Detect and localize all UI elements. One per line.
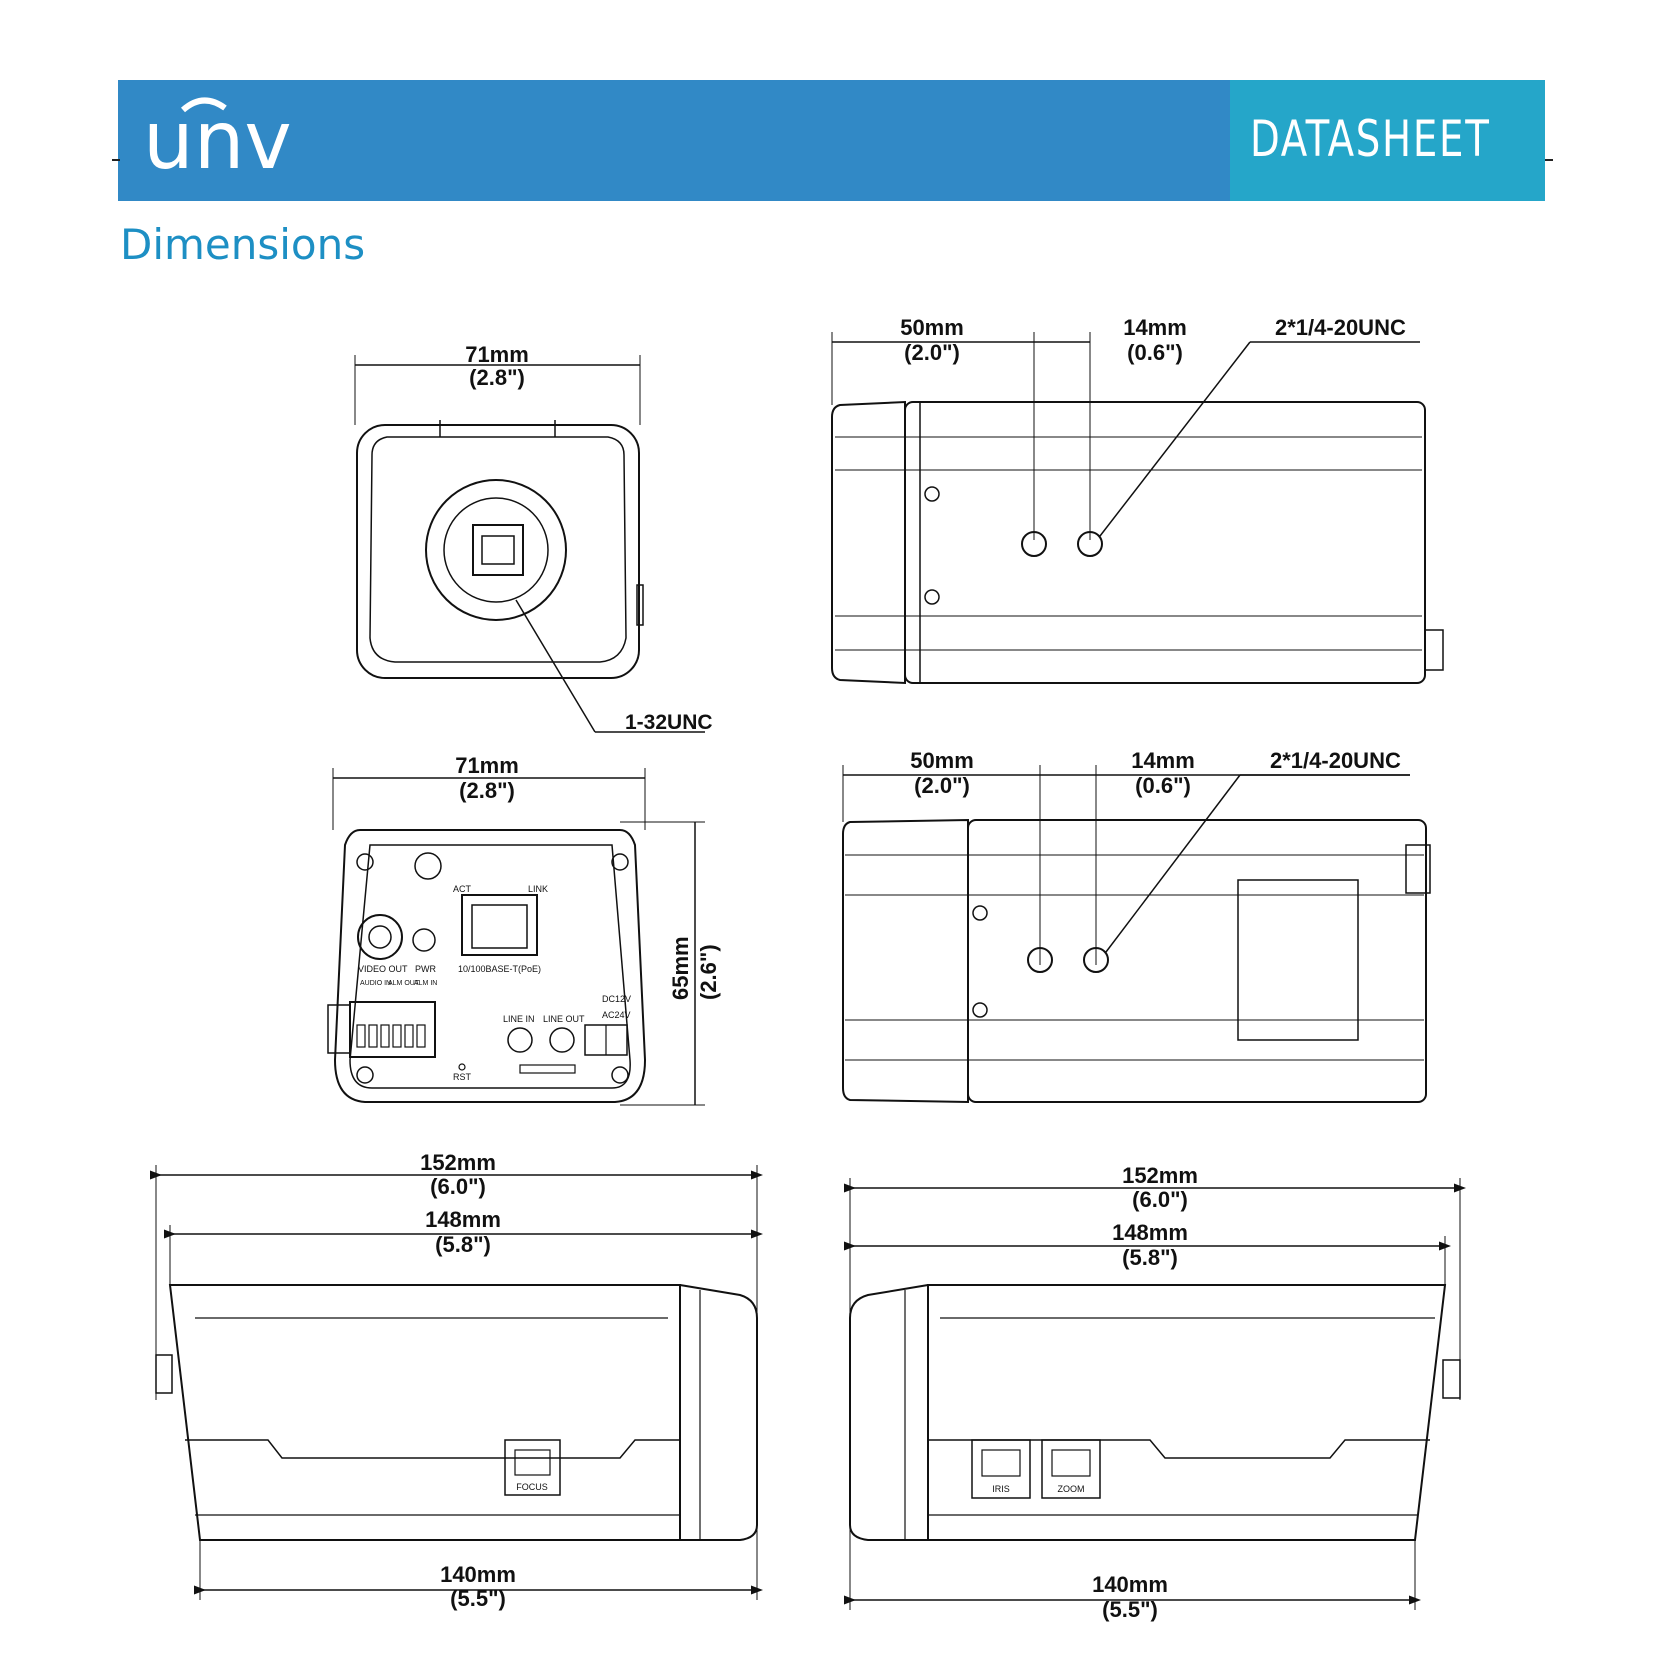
bottom-offset-in: (2.0")	[914, 773, 970, 798]
rear-width-in: (2.8")	[459, 778, 515, 803]
top-mount-hole-2	[1077, 531, 1103, 557]
unv-logo-text: unv	[143, 94, 292, 187]
link-label: LINK	[528, 884, 548, 894]
side-left-front-cap	[679, 1284, 758, 1541]
top-spacing-in: (0.6")	[1127, 340, 1183, 365]
iris-knob	[971, 1439, 1031, 1499]
front-thread-label: 1-32UNC	[625, 711, 713, 734]
act-label: ACT	[453, 884, 472, 894]
unv-logo: unv	[143, 94, 292, 187]
audio-in-label: AUDIO IN	[360, 980, 391, 987]
side-left-body-in: (5.8")	[435, 1232, 491, 1257]
pwr-label: PWR	[415, 964, 436, 974]
side-right-overall-in: (6.0")	[1132, 1187, 1188, 1212]
side-left-base-in: (5.5")	[450, 1586, 506, 1611]
rear-width-mm: 71mm	[455, 753, 519, 778]
zoom-knob	[1041, 1439, 1101, 1499]
bottom-spacing-mm: 14mm	[1131, 748, 1195, 773]
rear-view	[327, 768, 705, 1106]
bnc-connector	[357, 914, 403, 960]
bottom-offset-mm: 50mm	[910, 748, 974, 773]
header-banner: unv DATASHEET	[118, 80, 1545, 201]
rst-label: RST	[453, 1072, 472, 1082]
front-width-in: (2.8")	[469, 365, 525, 390]
lens-mount-outer	[425, 479, 567, 621]
front-width-mm: 71mm	[465, 342, 529, 367]
side-left-body-mm: 148mm	[425, 1207, 501, 1232]
side-right-body	[927, 1284, 1447, 1541]
top-screw-2	[924, 589, 940, 605]
line-in-label: LINE IN	[503, 1014, 535, 1024]
bottom-body	[967, 819, 1427, 1103]
bottom-thread-leader	[1105, 774, 1241, 953]
ethernet-port	[461, 894, 538, 956]
ethernet-label: 10/100BASE-T(PoE)	[458, 964, 541, 974]
rear-height-mm: 65mm	[668, 936, 693, 1000]
reset-button	[458, 1063, 466, 1071]
bottom-label-plate	[1237, 879, 1359, 1041]
top-body	[904, 401, 1426, 684]
side-left-base-mm: 140mm	[440, 1562, 516, 1587]
side-left-view	[150, 1165, 763, 1600]
bottom-screw-1	[972, 905, 988, 921]
side-left-overall-in: (6.0")	[430, 1174, 486, 1199]
header-rule-left	[112, 159, 120, 161]
datasheet-label: DATASHEET	[1250, 110, 1491, 168]
top-offset-in: (2.0")	[904, 340, 960, 365]
front-thread-leader	[515, 599, 596, 733]
focus-label: FOCUS	[516, 1482, 548, 1492]
bottom-thread-label: 2*1/4-20UNC	[1270, 748, 1401, 773]
alarm-in-label: ALM IN	[414, 980, 437, 987]
bottom-mount-hole-2	[1083, 947, 1109, 973]
lens-mount-inner	[443, 497, 549, 603]
top-screw-1	[924, 486, 940, 502]
top-offset-mm: 50mm	[900, 315, 964, 340]
side-left-body	[168, 1284, 681, 1541]
side-right-base-in: (5.5")	[1102, 1597, 1158, 1622]
brand-bar: unv	[118, 80, 1230, 201]
front-bezel	[369, 436, 627, 663]
side-right-body-in: (5.8")	[1122, 1245, 1178, 1270]
ac-label: AC24V	[602, 1010, 631, 1020]
line-out-jack	[549, 1027, 575, 1053]
rear-body-outline	[333, 829, 647, 1103]
bottom-screw-2	[972, 1002, 988, 1018]
dc-label: DC12V	[602, 994, 631, 1004]
top-spacing-mm: 14mm	[1123, 315, 1187, 340]
line-in-jack	[507, 1027, 533, 1053]
header-rule-right	[1545, 159, 1553, 161]
focus-knob	[504, 1439, 561, 1496]
top-thread-label: 2*1/4-20UNC	[1275, 315, 1406, 340]
iris-label: IRIS	[992, 1484, 1010, 1494]
sd-slot	[519, 1064, 576, 1074]
side-right-body-mm: 148mm	[1112, 1220, 1188, 1245]
top-thread-leader	[1099, 341, 1251, 537]
top-view	[831, 332, 1444, 685]
front-view	[354, 355, 705, 733]
bottom-front-cap	[842, 818, 969, 1104]
side-right-base-mm: 140mm	[1092, 1572, 1168, 1597]
front-body-outline	[356, 424, 640, 679]
datasheet-badge	[1230, 80, 1545, 201]
side-right-view	[844, 1178, 1466, 1610]
sensor-window	[472, 524, 524, 576]
rear-height-in: (2.6")	[696, 944, 721, 1000]
top-front-cap	[831, 400, 906, 685]
bottom-view	[842, 765, 1431, 1104]
section-title: Dimensions	[120, 220, 366, 269]
ground-screw-icon	[414, 852, 442, 880]
side-left-overall-mm: 152mm	[420, 1150, 496, 1175]
top-mount-hole-1	[1021, 531, 1047, 557]
zoom-label: ZOOM	[1058, 1484, 1085, 1494]
line-out-label: LINE OUT	[543, 1014, 585, 1024]
bottom-mount-hole-1	[1027, 947, 1053, 973]
side-right-front-cap	[849, 1284, 929, 1541]
pwr-led	[412, 928, 436, 952]
logo-arc-icon	[180, 97, 227, 113]
alarm-out-label: ALM OUT	[388, 980, 420, 987]
bottom-spacing-in: (0.6")	[1135, 773, 1191, 798]
side-right-overall-mm: 152mm	[1122, 1163, 1198, 1188]
video-out-label: VIDEO OUT	[358, 964, 408, 974]
